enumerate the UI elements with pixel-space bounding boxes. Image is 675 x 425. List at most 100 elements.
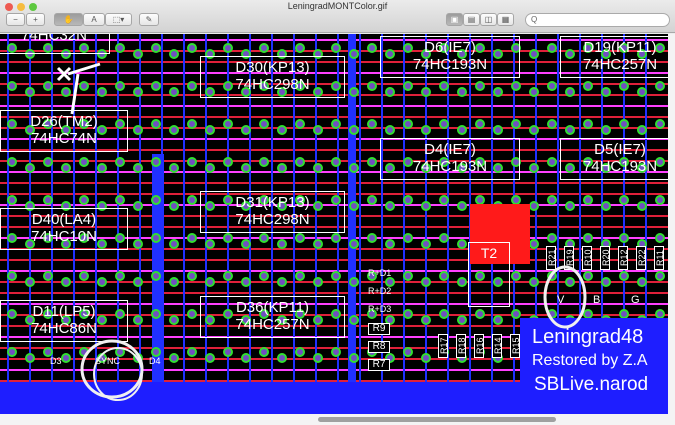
via-pad [547,43,557,53]
via-pad [637,277,647,287]
via-pad [205,353,215,363]
via-pad [331,271,341,281]
via-pad [529,239,539,249]
via-pad [259,81,269,91]
view-thumbnails-button[interactable]: ▤ [463,13,480,26]
via-pad [133,87,143,97]
via-pad [655,157,665,167]
via-pad [385,201,395,211]
via-pad [259,309,269,319]
via-pad [439,195,449,205]
via-pad [61,239,71,249]
via-pad [295,119,305,129]
via-pad [655,119,665,129]
via-pad [133,239,143,249]
via-pad [205,201,215,211]
via-pad [421,163,431,173]
chip: D36(KP11)74HC257N [200,296,345,338]
via-pad [403,119,413,129]
view-content-only-button[interactable]: ▣ [446,13,463,26]
via-pad [295,309,305,319]
via-pad [619,271,629,281]
via-pad [241,163,251,173]
via-pad [205,315,215,325]
via-pad [295,233,305,243]
scrollbar-thumb[interactable] [318,417,556,422]
via-pad [403,157,413,167]
diode-label: R+D3 [368,304,392,314]
via-pad [79,233,89,243]
via-pad [475,309,485,319]
via-pad [619,233,629,243]
vertical-scrollbar[interactable] [668,34,675,414]
via-pad [367,119,377,129]
zoom-in-button[interactable]: + [26,13,45,26]
via-pad [241,315,251,325]
via-pad [115,309,125,319]
close-button[interactable] [5,3,13,11]
via-pad [133,315,143,325]
via-pad [187,43,197,53]
via-pad [583,43,593,53]
via-pad [583,233,593,243]
via-pad [457,163,467,173]
via-pad [637,201,647,211]
rect-select-button[interactable]: ⬚▾ [105,13,132,26]
via-pad [277,87,287,97]
chip: 74HC32N [0,34,110,54]
minimize-button[interactable] [17,3,25,11]
annotate-button[interactable]: ✎ [139,13,159,26]
via-pad [187,81,197,91]
chip: D5(IE7)74HC193N [560,138,668,180]
via-pad [295,157,305,167]
view-toc-button[interactable]: ◫ [480,13,497,26]
via-pad [259,157,269,167]
via-pad [259,347,269,357]
via-pad [43,119,53,129]
view-contact-sheet-button[interactable]: ▦ [497,13,514,26]
via-pad [7,81,17,91]
via-pad [547,271,557,281]
via-pad [115,195,125,205]
via-pad [583,119,593,129]
via-pad [403,233,413,243]
resistor: R10 [582,246,593,270]
via-pad [421,87,431,97]
resistor: R22 [636,246,647,270]
via-pad [493,49,503,59]
chip: D4(IE7)74HC193N [380,138,520,180]
via-pad [223,271,233,281]
via-pad [331,157,341,167]
via-pad [349,49,359,59]
via-pad [619,157,629,167]
horizontal-scrollbar[interactable] [0,414,675,425]
zoom-out-button[interactable]: − [6,13,25,26]
text-tool-button[interactable]: A [83,13,105,26]
via-pad [475,81,485,91]
via-pad [79,81,89,91]
via-pad [457,49,467,59]
zoom-button[interactable] [29,3,37,11]
via-pad [583,271,593,281]
search-input[interactable]: Q [525,13,670,27]
via-pad [493,163,503,173]
via-pad [25,239,35,249]
via-pad [25,315,35,325]
via-pad [79,43,89,53]
via-pad [655,81,665,91]
via-pad [7,157,17,167]
via-pad [619,81,629,91]
via-pad [619,309,629,319]
resistor: R15 [510,334,521,358]
via-pad [655,195,665,205]
via-pad [295,195,305,205]
via-pad [43,309,53,319]
via-pad [475,271,485,281]
via-pad [655,233,665,243]
via-pad [133,163,143,173]
via-pad [205,163,215,173]
via-pad [403,271,413,281]
via-pad [43,81,53,91]
search-icon: Q [531,15,538,24]
select-tool-button[interactable]: ✋ [54,13,83,26]
